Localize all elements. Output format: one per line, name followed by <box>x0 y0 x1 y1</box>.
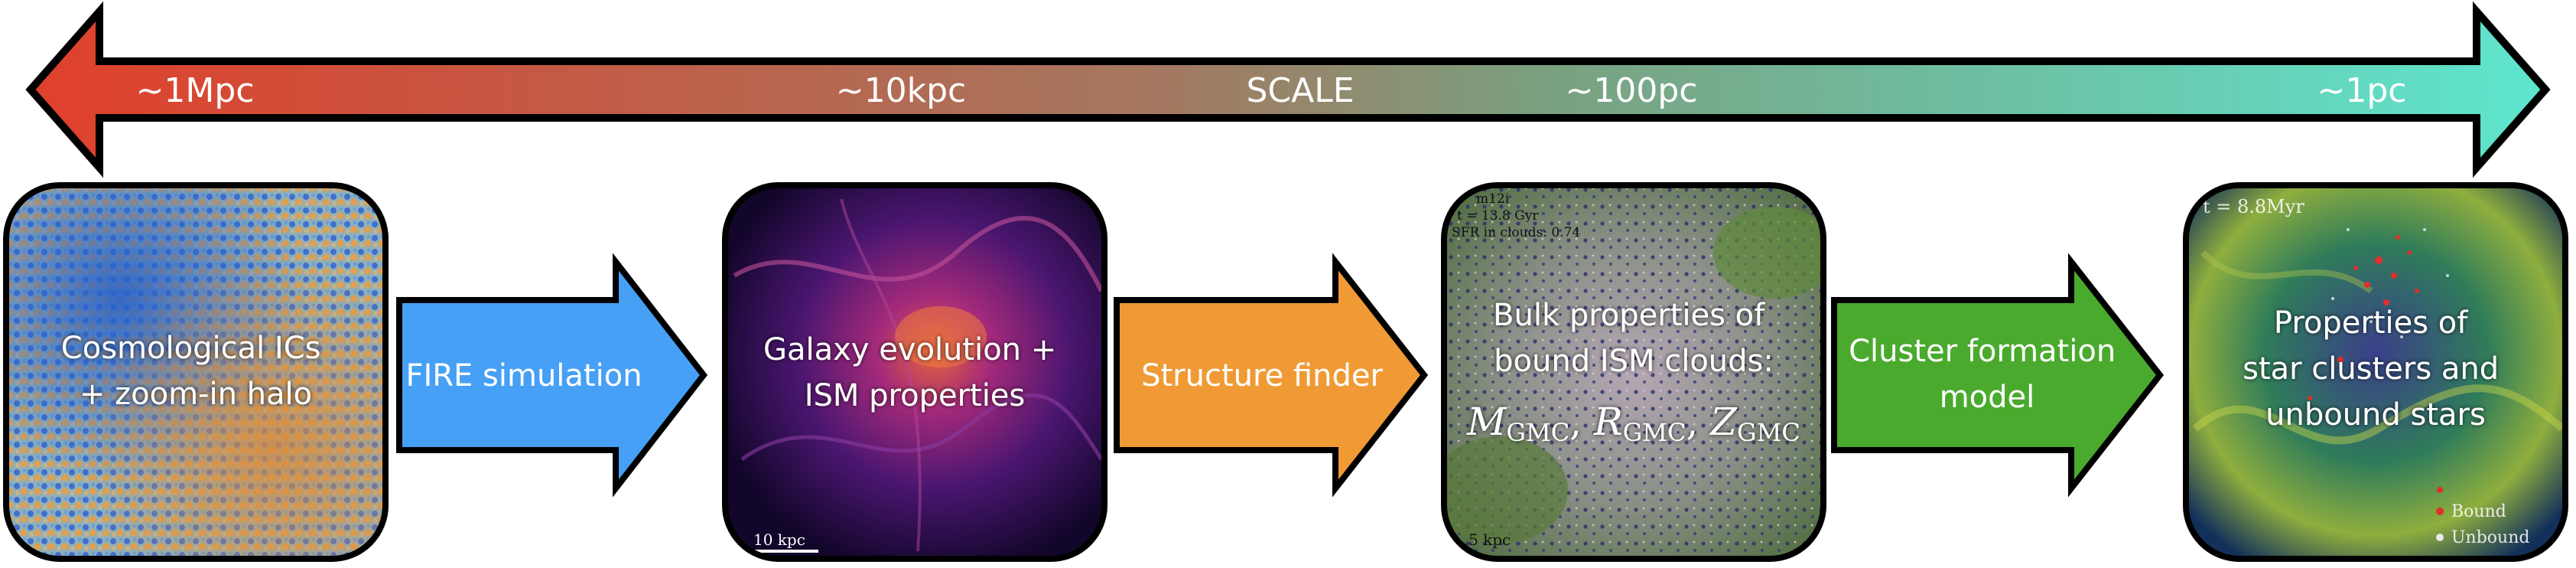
panel-4-white-stars <box>2331 228 2449 338</box>
arrow-structure-finder: Structure finder <box>1114 253 1429 498</box>
panel-4-text: Properties of star clusters and unbound … <box>2243 305 2509 433</box>
panel-galaxy-evolution: 10 kpc Galaxy evolution + ISM properties <box>722 182 1107 562</box>
scale-tick-1mpc: ~1Mpc <box>136 71 255 110</box>
scale-double-arrow <box>25 1 2551 178</box>
scale-label: SCALE <box>1246 71 1354 110</box>
scale-tick-10kpc: ~10kpc <box>836 71 966 110</box>
panel-bound-ism-clouds: m12i t = 13.8 Gyr SFR in clouds: 0.74 5 … <box>1441 182 1826 562</box>
scale-bar: ~1Mpc ~10kpc SCALE ~100pc ~1pc <box>25 1 2551 178</box>
panel-2-scalebar-label: 10 kpc <box>753 530 805 549</box>
panel-4-legend-unbound: Unbound <box>2451 528 2529 547</box>
panel-4-legend-bound: Bound <box>2451 502 2506 521</box>
panel-cosmological-ics: Cosmological ICs + zoom-in halo <box>3 182 389 562</box>
arrow-fire-simulation: FIRE simulation <box>396 253 708 498</box>
scale-tick-1pc: ~1pc <box>2317 71 2407 110</box>
panel-1-text: Cosmological ICs + zoom-in halo <box>61 331 330 412</box>
panel-3-scalebar-label: 5 kpc <box>1469 530 1511 549</box>
panel-2-text: Galaxy evolution + ISM properties <box>763 332 1066 413</box>
arrow-2-label: Structure finder <box>1141 358 1383 393</box>
panel-3-overlay: m12i t = 13.8 Gyr SFR in clouds: 0.74 <box>1452 191 1580 240</box>
scale-tick-100pc: ~100pc <box>1566 71 1698 110</box>
panel-3-text: Bulk properties of bound ISM clouds: <box>1493 298 1774 379</box>
panel-4-time-label: t = 8.8Myr <box>2203 196 2304 217</box>
panel-3-math: MGMC, RGMC, ZGMC <box>1466 400 1800 447</box>
panel-4-red-stars <box>2308 235 2443 493</box>
arrow-1-label: FIRE simulation <box>405 358 642 393</box>
arrow-cluster-formation: Cluster formation model <box>1831 253 2165 498</box>
arrow-3-label: Cluster formation model <box>1849 334 2126 415</box>
panel-star-clusters: t = 8.8Myr Bound Unbound Properties of s… <box>2183 182 2568 562</box>
